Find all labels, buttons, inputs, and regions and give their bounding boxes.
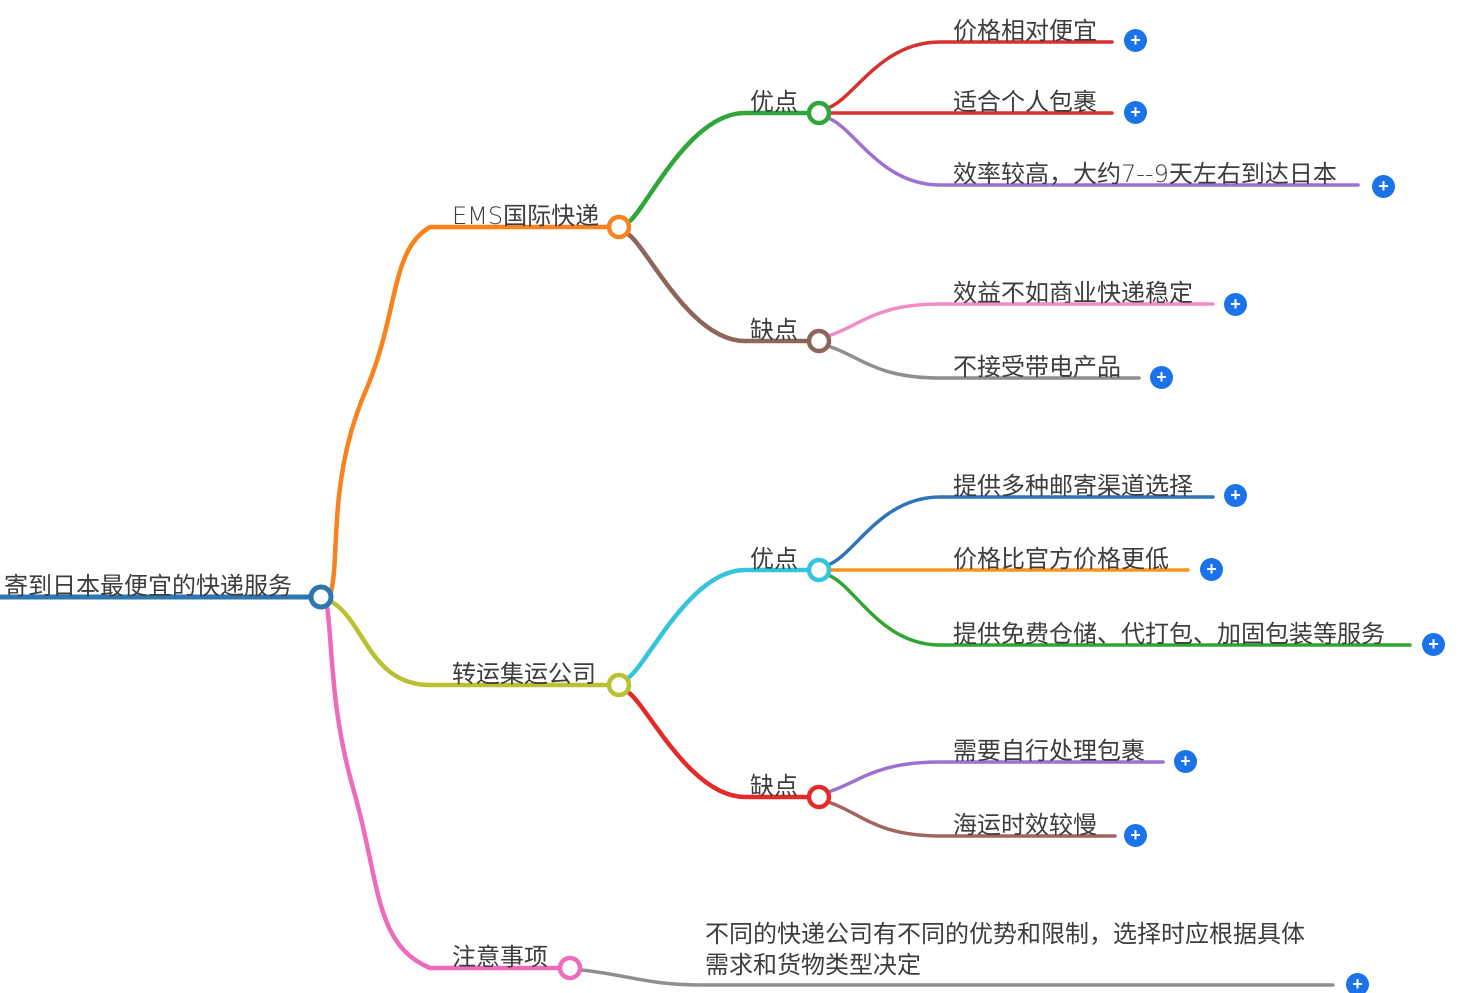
edge-leaf-no-battery xyxy=(826,344,1141,380)
node-notes-label[interactable]: 注意事项 xyxy=(452,943,548,971)
add-node-button[interactable]: + xyxy=(1124,29,1147,52)
add-node-button[interactable]: + xyxy=(1124,101,1147,124)
add-node-button[interactable]: + xyxy=(1174,750,1197,773)
edge-leaf-channels xyxy=(826,495,1215,567)
node-toggle-forwarder-cons[interactable] xyxy=(806,784,832,810)
edge-leaf-free-storage xyxy=(826,573,1412,647)
node-forwarder-label[interactable]: 转运集运公司 xyxy=(452,660,596,688)
node-forwarder-pros-label[interactable]: 优点 xyxy=(750,545,798,573)
add-node-button[interactable]: + xyxy=(1200,558,1223,581)
leaf-note-label[interactable]: 不同的快递公司有不同的优势和限制，选择时应根据具体需求和货物类型决定 xyxy=(705,920,1305,979)
leaf-free-storage-label[interactable]: 提供免费仓储、代打包、加固包装等服务 xyxy=(953,620,1385,648)
edge-root-forwarder xyxy=(329,599,610,688)
node-toggle-root[interactable] xyxy=(308,584,334,610)
leaf-efficiency-label[interactable]: 效率较高，大约7--9天左右到达日本 xyxy=(953,160,1337,188)
edge-root-ems xyxy=(328,224,610,595)
node-toggle-forwarder-pros[interactable] xyxy=(806,557,832,583)
edge-leaf-self-handle xyxy=(826,760,1165,794)
node-forwarder-cons-label[interactable]: 缺点 xyxy=(750,772,798,800)
node-ems-cons-label[interactable]: 缺点 xyxy=(750,316,798,344)
node-toggle-forwarder[interactable] xyxy=(606,672,632,698)
edge-forwarder-cons xyxy=(625,689,809,800)
edge-leaf-note xyxy=(579,968,1335,987)
edge-leaf-stability xyxy=(826,302,1215,338)
edge-forwarder-pros xyxy=(625,567,809,681)
edge-ems-cons xyxy=(625,231,809,344)
add-node-button[interactable]: + xyxy=(1150,366,1173,389)
leaf-sea-slow-label[interactable]: 海运时效较慢 xyxy=(953,811,1097,839)
node-toggle-ems-pros[interactable] xyxy=(806,100,832,126)
root-node-label[interactable]: 寄到日本最便宜的快递服务 xyxy=(4,572,292,600)
leaf-price-cheap-label[interactable]: 价格相对便宜 xyxy=(953,17,1097,45)
edge-ems-pros xyxy=(627,110,809,224)
leaf-stability-label[interactable]: 效益不如商业快递稳定 xyxy=(953,279,1193,307)
add-node-button[interactable]: + xyxy=(1224,293,1247,316)
edge-root-notes xyxy=(324,603,561,971)
leaf-channels-label[interactable]: 提供多种邮寄渠道选择 xyxy=(953,472,1193,500)
edge-leaf-price-cheap xyxy=(826,40,1114,110)
add-node-button[interactable]: + xyxy=(1224,484,1247,507)
add-node-button[interactable]: + xyxy=(1422,633,1445,656)
node-ems-pros-label[interactable]: 优点 xyxy=(750,88,798,116)
node-toggle-ems[interactable] xyxy=(606,214,632,240)
edge-leaf-sea-slow xyxy=(826,800,1117,838)
edge-leaf-efficiency xyxy=(826,116,1360,187)
leaf-personal-package-label[interactable]: 适合个人包裹 xyxy=(953,88,1097,116)
node-toggle-ems-cons[interactable] xyxy=(806,328,832,354)
node-toggle-notes[interactable] xyxy=(557,955,583,981)
add-node-button[interactable]: + xyxy=(1124,824,1147,847)
leaf-self-handle-label[interactable]: 需要自行处理包裹 xyxy=(953,737,1145,765)
leaf-lower-price-label[interactable]: 价格比官方价格更低 xyxy=(953,545,1169,573)
leaf-no-battery-label[interactable]: 不接受带电产品 xyxy=(953,353,1121,381)
add-node-button[interactable]: + xyxy=(1372,175,1395,198)
node-ems-label[interactable]: EMS国际快递 xyxy=(452,202,600,230)
add-node-button[interactable]: + xyxy=(1346,973,1369,993)
